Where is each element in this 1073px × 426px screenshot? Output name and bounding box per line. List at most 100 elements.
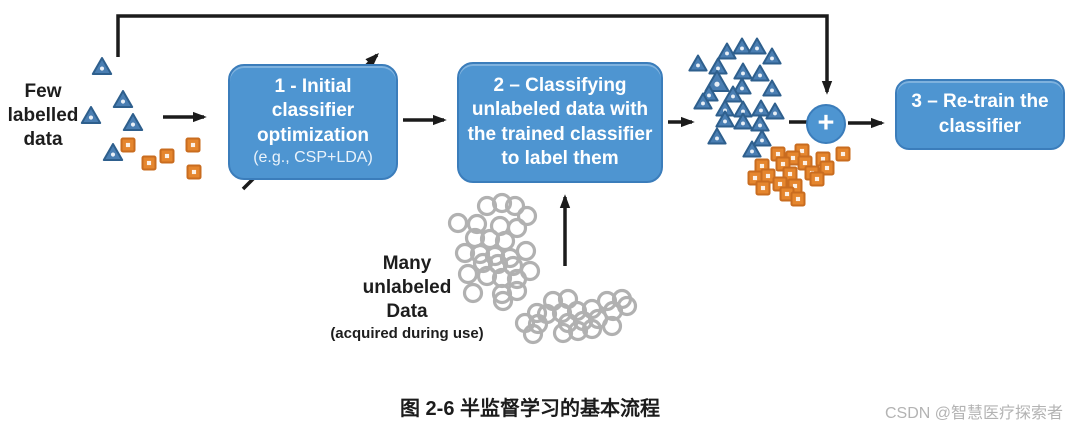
classified-triangles-marker-hole <box>696 63 700 68</box>
classified-triangles-marker <box>742 140 762 158</box>
unlabeled-circles-marker <box>469 243 491 265</box>
classified-triangles-marker-hole <box>740 46 744 51</box>
classified-triangles-marker-hole <box>731 94 735 99</box>
few-labelled-squares-marker-hole <box>146 160 152 166</box>
classified-squares-marker-hole <box>792 183 798 189</box>
classified-triangles-marker <box>693 92 713 110</box>
classified-triangles-marker-hole <box>716 66 720 71</box>
classified-triangles-marker <box>715 110 735 128</box>
classified-triangles-marker <box>752 129 772 147</box>
unlabeled-circles-marker <box>567 320 589 342</box>
classified-triangles-marker <box>747 37 767 55</box>
classified-triangles-marker <box>762 79 782 97</box>
unlabeled-circles-marker <box>472 252 494 274</box>
plus-combine-node: + <box>806 104 846 144</box>
classified-triangles-marker-hole <box>755 46 759 51</box>
classified-squares-marker-hole <box>780 161 786 167</box>
unlabeled-circles-marker <box>522 323 544 345</box>
classified-triangles-marker <box>707 127 727 145</box>
unlabeled-circles-marker <box>504 195 526 217</box>
classified-triangles-marker-hole <box>750 149 754 154</box>
unlabeled-circles-marker <box>616 295 638 317</box>
classified-squares-marker-hole <box>752 175 758 181</box>
few-labelled-triangles-marker-hole <box>88 115 94 120</box>
unlabeled-circles-marker <box>487 253 509 275</box>
unlabeled-circles-marker <box>466 213 488 235</box>
classified-triangles-marker-hole <box>773 111 777 116</box>
box-line: to label them <box>501 147 619 169</box>
box-line: classifier <box>271 100 355 122</box>
unlabeled-circles-marker <box>515 240 537 262</box>
few-labelled-data-label: Few labelled data <box>2 80 84 151</box>
scatter-layer <box>80 37 851 345</box>
classified-triangles-marker-hole <box>725 51 729 56</box>
unlabeled-circles-marker <box>601 315 623 337</box>
box-line: 2 – Classifying <box>493 74 627 96</box>
label-line: labelled <box>7 104 79 126</box>
classified-triangles-marker <box>762 47 782 65</box>
few-labelled-triangles-marker-hole <box>130 122 136 127</box>
few-labelled-triangles-marker-hole <box>120 99 126 104</box>
classified-squares-marker-hole <box>795 196 801 202</box>
few-labelled-squares-marker-hole <box>164 153 170 159</box>
classified-squares-marker-hole <box>784 191 790 197</box>
unlabeled-circles-marker <box>506 268 528 290</box>
unlabeled-circles-marker <box>527 313 549 335</box>
box-line: optimization <box>257 124 369 146</box>
classified-squares-marker-hole <box>777 181 783 187</box>
label-line: Data <box>386 300 428 322</box>
unlabeled-circles-marker <box>526 302 548 324</box>
few-labelled-squares-marker-hole <box>125 142 131 148</box>
few-labelled-triangles-marker <box>102 143 124 161</box>
unlabeled-circles-marker <box>552 322 574 344</box>
classified-triangles-marker <box>723 85 743 103</box>
box-line: 3 – Re-train the <box>911 91 1049 113</box>
classified-triangles-marker <box>750 64 770 82</box>
classified-triangles-marker-hole <box>701 101 705 106</box>
unlabeled-circles-marker <box>506 280 528 302</box>
unlabeled-circles-marker <box>581 318 603 340</box>
classified-squares-marker-hole <box>787 171 793 177</box>
unlabeled-circles-marker <box>551 302 573 324</box>
unlabeled-circles-marker <box>596 290 618 312</box>
few-labelled-triangles-marker <box>112 90 134 108</box>
classified-squares-marker-hole <box>790 155 796 161</box>
classified-triangles-marker <box>732 37 752 55</box>
few-labelled-squares-marker-hole <box>190 142 196 148</box>
unlabeled-circles-marker <box>454 242 476 264</box>
classified-squares-marker-hole <box>824 165 830 171</box>
classified-triangles-marker-hole <box>758 123 762 128</box>
label-line: data <box>23 128 63 150</box>
unlabeled-circles-marker <box>447 212 469 234</box>
label-line: Few <box>24 81 62 102</box>
classified-squares-marker-hole <box>802 160 808 166</box>
many-unlabeled-data-label: Many unlabeled Data (acquired during use… <box>317 252 497 344</box>
few-labelled-triangles-marker-hole <box>99 66 105 71</box>
few-labelled-squares-marker-hole <box>191 169 197 175</box>
unlabeled-circles-marker <box>457 263 479 285</box>
unlabeled-circles-marker <box>506 217 528 239</box>
classified-triangles-marker-hole <box>759 108 763 113</box>
classified-triangles-marker <box>733 62 753 80</box>
classified-triangles-marker <box>688 54 708 72</box>
few-labelled-triangles-marker-hole <box>110 152 116 157</box>
unlabeled-circles-marker <box>491 192 513 214</box>
few-labelled-triangles-marker <box>91 57 113 75</box>
classified-triangles-marker <box>765 102 785 120</box>
classified-triangles-marker <box>750 114 770 132</box>
few-labelled-triangles-marker <box>80 106 102 124</box>
classified-triangles-marker-hole <box>740 86 744 91</box>
label-line: unlabeled <box>362 276 452 298</box>
label-line: Many <box>382 253 432 274</box>
classified-triangles-marker-hole <box>758 73 762 78</box>
plus-icon: + <box>817 106 835 139</box>
unlabeled-circles-marker <box>516 205 538 227</box>
classified-squares-marker-hole <box>760 185 766 191</box>
classified-triangles-marker-hole <box>714 81 720 87</box>
classified-triangles-marker <box>751 99 771 117</box>
classified-triangles-marker-hole <box>760 138 764 143</box>
figure-caption: 图 2-6 半监督学习的基本流程 <box>399 398 661 420</box>
classified-triangles-marker-hole <box>723 119 727 124</box>
